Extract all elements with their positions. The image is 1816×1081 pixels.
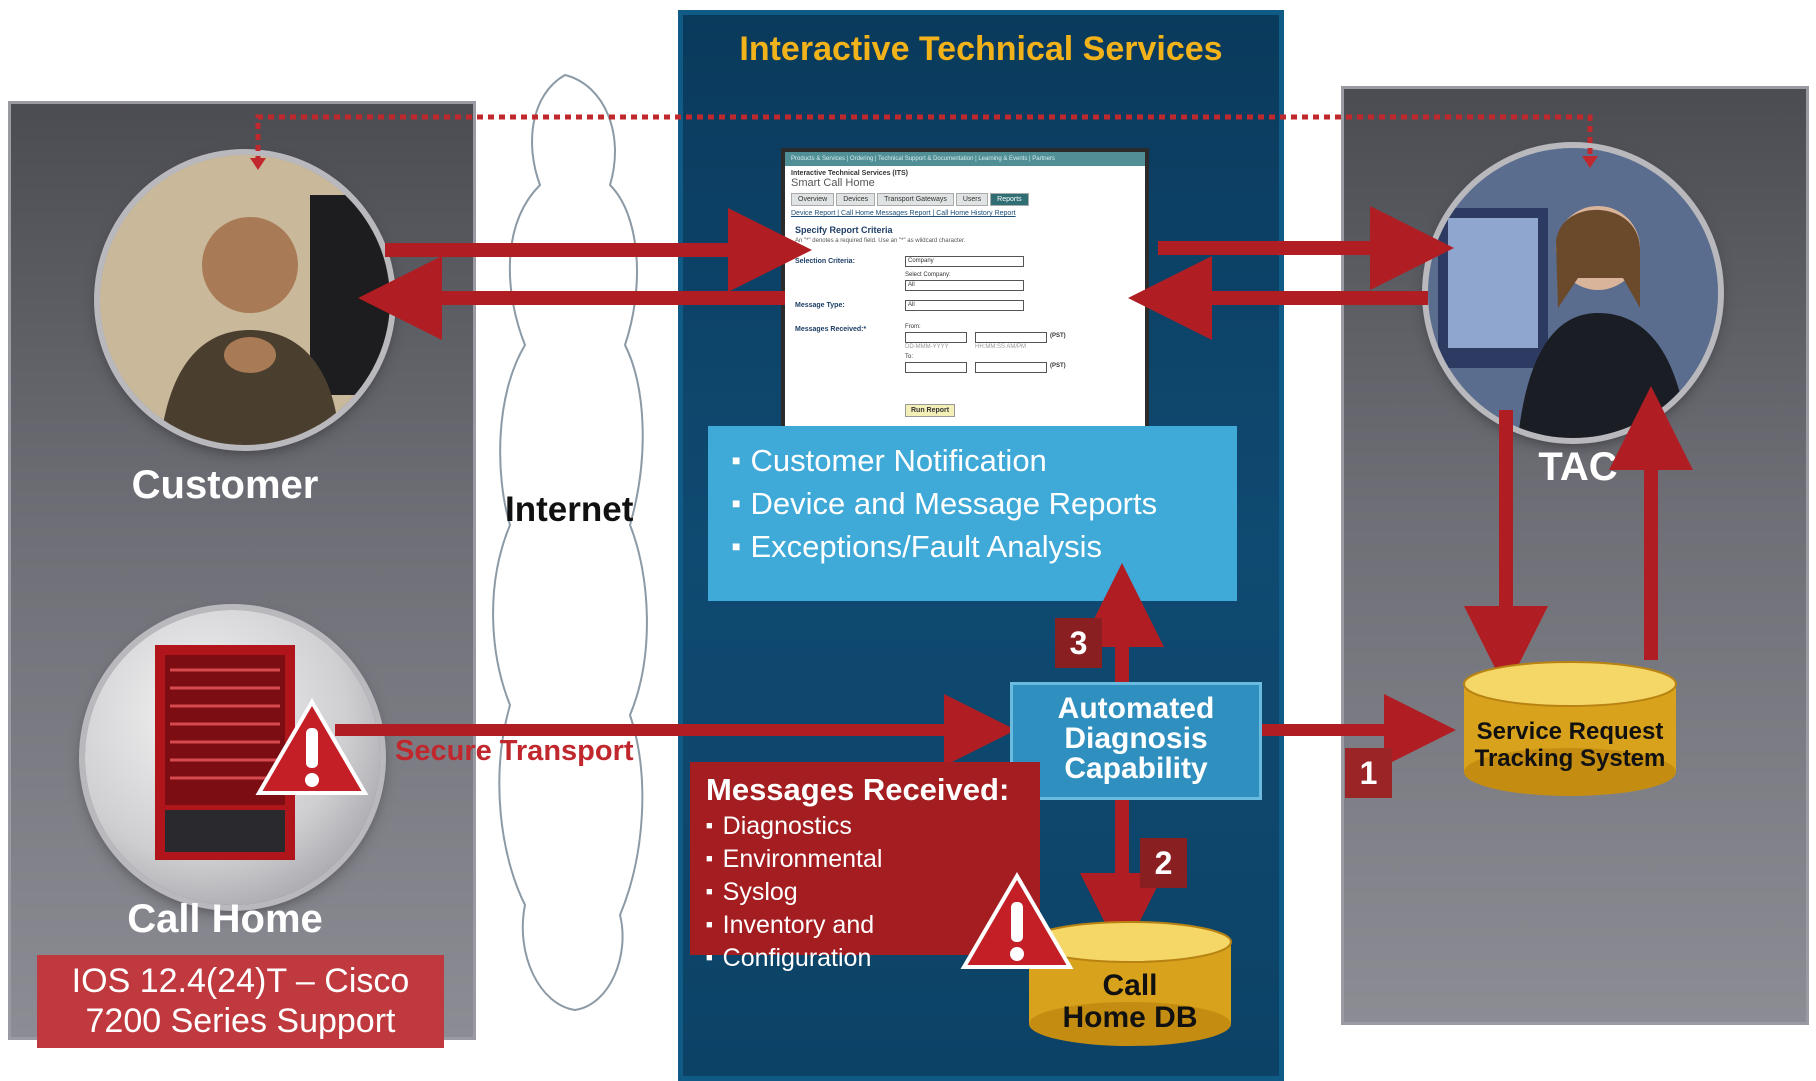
messages-received-box: Messages Received: Diagnostics Environme… <box>690 762 1040 972</box>
automated-diagnosis-box: Automated Diagnosis Capability <box>1010 682 1262 800</box>
db-callhome-line-2: Home DB <box>1062 1001 1198 1034</box>
shot-tab-reports: Reports <box>990 193 1029 206</box>
its-features-box: Customer Notification Device and Message… <box>708 426 1237 601</box>
message-item: Inventory and <box>723 911 1040 944</box>
message-item: Environmental <box>723 845 1040 878</box>
dotted-arrowhead-left <box>250 158 266 170</box>
shot-time-hint: HH:MM:SS AM/PM <box>975 344 1027 350</box>
shot-company-select: All <box>905 280 1024 291</box>
messages-title: Messages Received: <box>706 772 1010 807</box>
step-1-badge: 1 <box>1345 748 1392 798</box>
tac-agent-icon <box>1428 148 1718 438</box>
message-item: Syslog <box>723 878 1040 911</box>
step-2-badge: 2 <box>1140 838 1187 888</box>
message-item: Configuration <box>723 944 1040 977</box>
callhome-label: Call Home <box>127 897 323 941</box>
shot-messages-received-label: Messages Received:* <box>795 326 867 333</box>
shot-report-links: Device Report | Call Home Messages Repor… <box>791 210 1016 217</box>
tac-photo <box>1428 148 1718 438</box>
shot-tab-overview: Overview <box>791 193 835 206</box>
dotted-connector <box>255 114 1593 162</box>
shot-select-company: Select Company: <box>905 272 951 278</box>
shot-tab-devices: Devices <box>836 193 876 206</box>
router-alert-icon <box>255 698 369 795</box>
adc-line-3: Capability <box>1064 752 1208 785</box>
db-callhome-line-1: Call <box>1102 969 1158 1002</box>
shot-message-type-label: Message Type: <box>795 302 845 309</box>
feature-item: Device and Message Reports <box>732 485 1237 528</box>
shot-app-title: Smart Call Home <box>791 177 875 189</box>
shot-its: Interactive Technical Services (ITS) <box>791 170 908 177</box>
srts-db-icon <box>1463 661 1677 796</box>
internet-label: Internet <box>505 490 634 529</box>
feature-item: Exceptions/Fault Analysis <box>732 528 1237 571</box>
shot-date-hint: DD-MMM-YYYY <box>905 344 949 350</box>
shot-heading: Specify Report Criteria <box>795 225 893 235</box>
shot-from: From: <box>905 324 921 330</box>
shot-from-date <box>905 332 967 343</box>
srts-label: Service Request Tracking System <box>1455 718 1685 772</box>
router-icon <box>155 645 295 860</box>
shot-note: An "*" denotes a required field. Use an … <box>795 238 966 244</box>
shot-topbar: Products & Services | Ordering | Technic… <box>785 152 1145 166</box>
customer-photo <box>100 155 390 445</box>
shot-pst-2: (PST) <box>1050 363 1066 369</box>
shot-selection-select: Company <box>905 256 1024 267</box>
dotted-arrowhead-right <box>1582 156 1598 168</box>
step-3-badge: 3 <box>1055 618 1102 668</box>
its-title: Interactive Technical Services <box>739 30 1223 68</box>
customer-label: Customer <box>131 463 319 507</box>
shot-tab-users: Users <box>955 193 989 206</box>
secure-transport-label: Secure Transport <box>395 735 634 767</box>
shot-selection-label: Selection Criteria: <box>795 258 855 265</box>
tac-label: TAC <box>1538 445 1618 489</box>
smart-call-home-screenshot: Products & Services | Ordering | Technic… <box>781 148 1149 432</box>
ios-line-2: 7200 Series Support <box>85 1002 396 1040</box>
shot-to: To: <box>905 354 914 360</box>
adc-line-1: Automated <box>1057 692 1215 725</box>
shot-from-time <box>975 332 1047 343</box>
srts-line-2: Tracking System <box>1474 745 1666 772</box>
shot-run-report-button: Run Report <box>905 404 956 417</box>
feature-item: Customer Notification <box>732 442 1237 485</box>
shot-message-type-select: All <box>905 300 1024 311</box>
shot-to-time <box>975 362 1047 373</box>
ios-support-box: IOS 12.4(24)T – Cisco 7200 Series Suppor… <box>37 955 444 1048</box>
shot-tab-transport: Transport Gateways <box>877 193 954 206</box>
shot-pst-1: (PST) <box>1050 333 1066 339</box>
callhome-db-label: Call Home DB <box>1025 970 1235 1034</box>
callhome-db-icon <box>1028 921 1232 1046</box>
shot-to-date <box>905 362 967 373</box>
adc-line-2: Diagnosis <box>1064 722 1208 755</box>
srts-line-1: Service Request <box>1476 718 1664 745</box>
ios-line-1: IOS 12.4(24)T – Cisco <box>71 962 410 1000</box>
internet-cloud <box>492 73 648 1012</box>
shot-tabs: Overview Devices Transport Gateways User… <box>791 193 1145 206</box>
db-alert-icon <box>960 872 1074 969</box>
message-item: Diagnostics <box>723 812 1040 845</box>
